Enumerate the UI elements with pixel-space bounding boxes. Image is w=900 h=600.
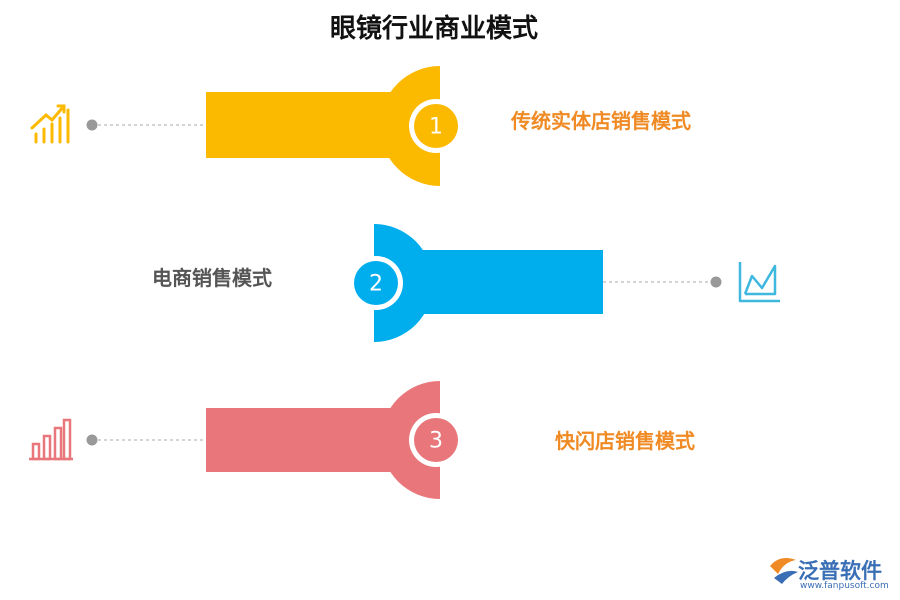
- connector-dot-3: [86, 434, 98, 446]
- logo-mark: [770, 558, 798, 584]
- item-3-label: 快闪店销售模式: [555, 429, 695, 453]
- line-chart-icon: [738, 262, 780, 303]
- connector-dot-2: [710, 276, 722, 288]
- rising-bars-icon: [30, 104, 70, 144]
- bar-chart-icon: [29, 418, 73, 461]
- item-1-number: 1: [429, 115, 443, 140]
- logo-url: www.fanpusoft.com: [800, 581, 889, 591]
- logo-text: 泛普软件: [798, 559, 882, 583]
- item-1-shape: 1: [86, 66, 463, 186]
- item-1-label: 传统实体店销售模式: [511, 109, 691, 133]
- item-2-number: 2: [369, 272, 383, 297]
- item-3-shape: 3: [86, 381, 463, 499]
- diagram-title: 眼镜行业商业模式: [329, 14, 538, 44]
- connector-dot-1: [86, 119, 98, 131]
- item-2-label: 电商销售模式: [152, 266, 272, 290]
- item-3-number: 3: [429, 429, 443, 454]
- item-2-shape: 2: [349, 224, 722, 342]
